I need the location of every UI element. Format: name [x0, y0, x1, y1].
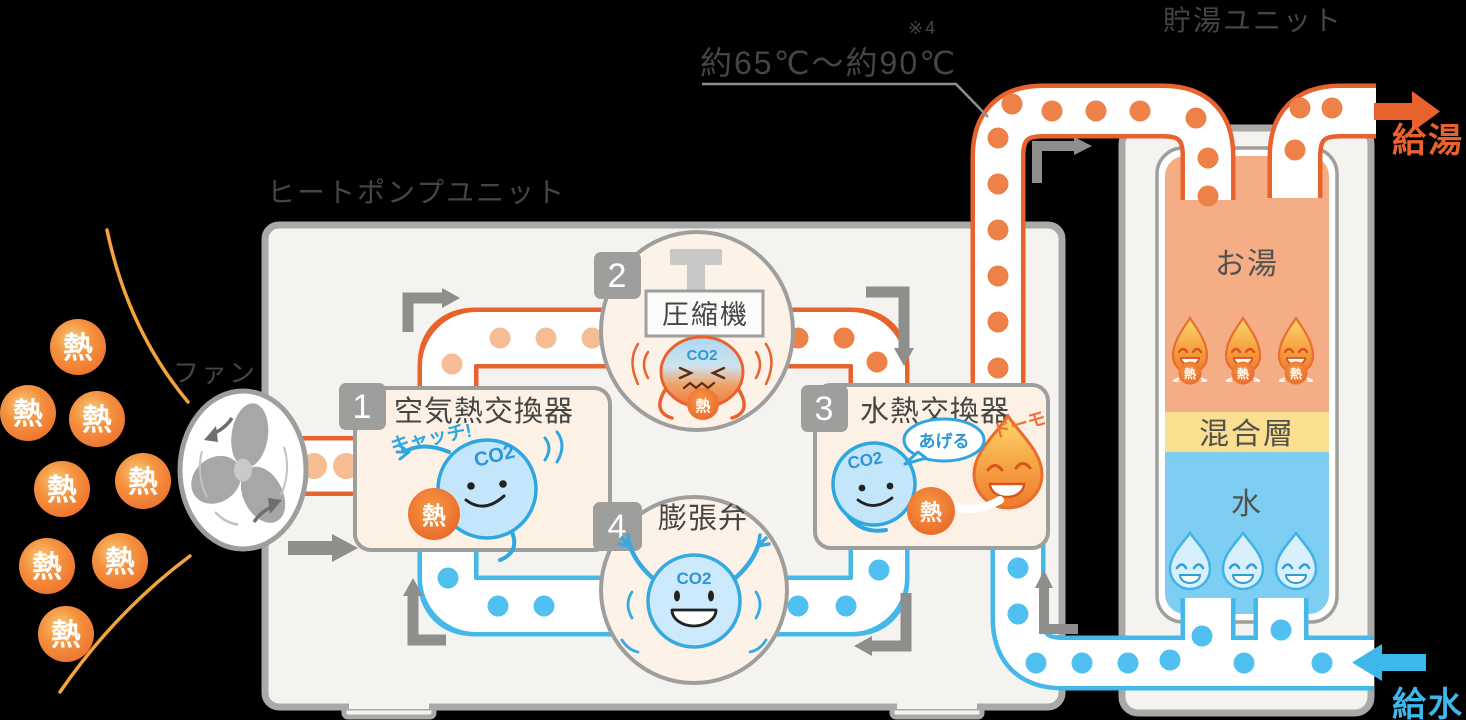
air-curve-bottom	[58, 554, 192, 694]
heat-particle: 熱	[19, 538, 75, 594]
heat-particle: 熱	[115, 453, 171, 509]
svg-text:熱: 熱	[920, 500, 942, 525]
temperature-annotation: 約65℃〜約90℃ ※4	[700, 18, 989, 118]
speech-text: あげる	[919, 432, 970, 451]
heat-particles: 熱 熱 熱 熱 熱 熱 熱 熱	[0, 319, 171, 662]
svg-text:熱: 熱	[13, 398, 43, 431]
component-3-number: 3	[815, 390, 834, 428]
component-2-label: 圧縮機	[662, 300, 749, 330]
svg-text:熱: 熱	[63, 332, 93, 365]
loop-arrow-top-left	[402, 292, 442, 332]
heat-particle: 熱	[92, 533, 148, 589]
tank-mix-label: 混合層	[1199, 418, 1295, 451]
heat-particle: 熱	[34, 461, 90, 517]
svg-text:熱: 熱	[1290, 366, 1302, 381]
svg-text:熱: 熱	[1184, 366, 1196, 381]
water-droplet	[1168, 530, 1212, 591]
flame-droplet: 熱	[1277, 315, 1315, 385]
loop-arrow-top-right	[866, 286, 910, 348]
annotation-leader-line	[702, 82, 989, 118]
temperature-range: 約65℃〜約90℃	[700, 45, 957, 81]
svg-text:熱: 熱	[82, 404, 112, 437]
component-water-heat-exchanger: 3 水熱交換器 CO2 熱 あげる ドーモ	[801, 383, 1050, 550]
ambient-air-flow	[58, 228, 192, 694]
fan-rotation-arrows	[204, 416, 282, 524]
component-2-number-tag	[594, 252, 641, 299]
component-expansion-valve: 4 膨張弁 CO2	[593, 495, 789, 685]
hot-out-arrow-head	[1412, 91, 1440, 132]
temperature-note: ※4	[908, 18, 937, 38]
component-3-number-tag	[801, 385, 848, 432]
fan: ファン	[173, 358, 309, 552]
component-1-number: 1	[353, 388, 372, 426]
cold-in-arrow-head	[1352, 644, 1382, 681]
heat-particle: 熱	[50, 319, 106, 375]
svg-text:熱: 熱	[105, 546, 135, 579]
hot-droplet-character	[948, 413, 1044, 513]
cold-in-label: 給水	[1392, 686, 1464, 720]
component-compressor: 2 圧縮機 CO2 熱	[594, 230, 795, 432]
svg-text:熱: 熱	[32, 551, 62, 584]
loop-arrow-bottom-right	[872, 593, 912, 652]
flame-droplet: 熱	[1224, 315, 1262, 385]
tank-hot-label: お湯	[1215, 248, 1279, 281]
co2-character-giving: CO2	[831, 441, 917, 533]
svg-text:CO2: CO2	[687, 347, 718, 364]
svg-text:熱: 熱	[51, 619, 81, 652]
heat-particle: 熱	[69, 391, 125, 447]
foot-joint-cover	[349, 699, 429, 709]
tank-cold-label: 水	[1231, 488, 1263, 521]
pipe-flow-dots	[301, 93, 1343, 674]
svg-text:熱: 熱	[47, 474, 77, 507]
heat-ball	[907, 487, 955, 535]
heat-particle: 熱	[0, 385, 56, 441]
loop-arrow-bottom-left	[407, 596, 446, 646]
foot-joint-cover	[897, 699, 977, 709]
air-curve-top	[105, 228, 190, 404]
water-droplet	[1274, 530, 1318, 591]
flow-arrows	[288, 137, 1092, 656]
fan-label: ファン	[173, 358, 257, 388]
svg-text:CO2: CO2	[677, 569, 712, 588]
hot-out-arrow-body	[1374, 103, 1412, 120]
water-droplet	[1221, 530, 1265, 591]
hot-water-out: 給湯	[1374, 91, 1464, 160]
svg-text:熱: 熱	[695, 397, 710, 415]
svg-text:熱: 熱	[1237, 366, 1249, 381]
flame-droplet: 熱	[1171, 315, 1209, 385]
cold-in-arrow-body	[1382, 654, 1426, 671]
hot-out-label: 給湯	[1392, 122, 1464, 160]
heat-pump-unit-title: ヒートポンプユニット	[267, 177, 566, 208]
svg-text:熱: 熱	[128, 466, 158, 499]
tank-layer-mix	[1165, 412, 1329, 452]
storage-unit-title: 貯湯ユニット	[1163, 5, 1343, 36]
co2-character-relaxed: CO2	[617, 533, 771, 654]
tank-hot-characters: 熱 熱 熱	[1171, 315, 1315, 385]
speech-bubble: あげる	[902, 417, 986, 466]
heat-particle: 熱	[38, 606, 94, 662]
component-air-heat-exchanger: 1 空気熱交換器 CO2 熱 キャッチ!	[339, 383, 612, 562]
co2-character-squeezed: CO2 熱	[631, 335, 773, 420]
component-2-number: 2	[608, 257, 627, 295]
component-1-number-tag	[339, 383, 386, 430]
component-1-label: 空気熱交換器	[394, 395, 574, 428]
tank-cold-characters	[1168, 530, 1318, 591]
component-4-label: 膨張弁	[658, 502, 748, 535]
cold-water-in: 給水	[1352, 644, 1464, 720]
air-intake-arrow	[288, 534, 358, 562]
hot-pipe-arrow	[1032, 141, 1074, 183]
cold-pipe-arrow	[1039, 588, 1078, 634]
svg-text:熱: 熱	[422, 503, 446, 530]
press-icon	[670, 249, 722, 294]
